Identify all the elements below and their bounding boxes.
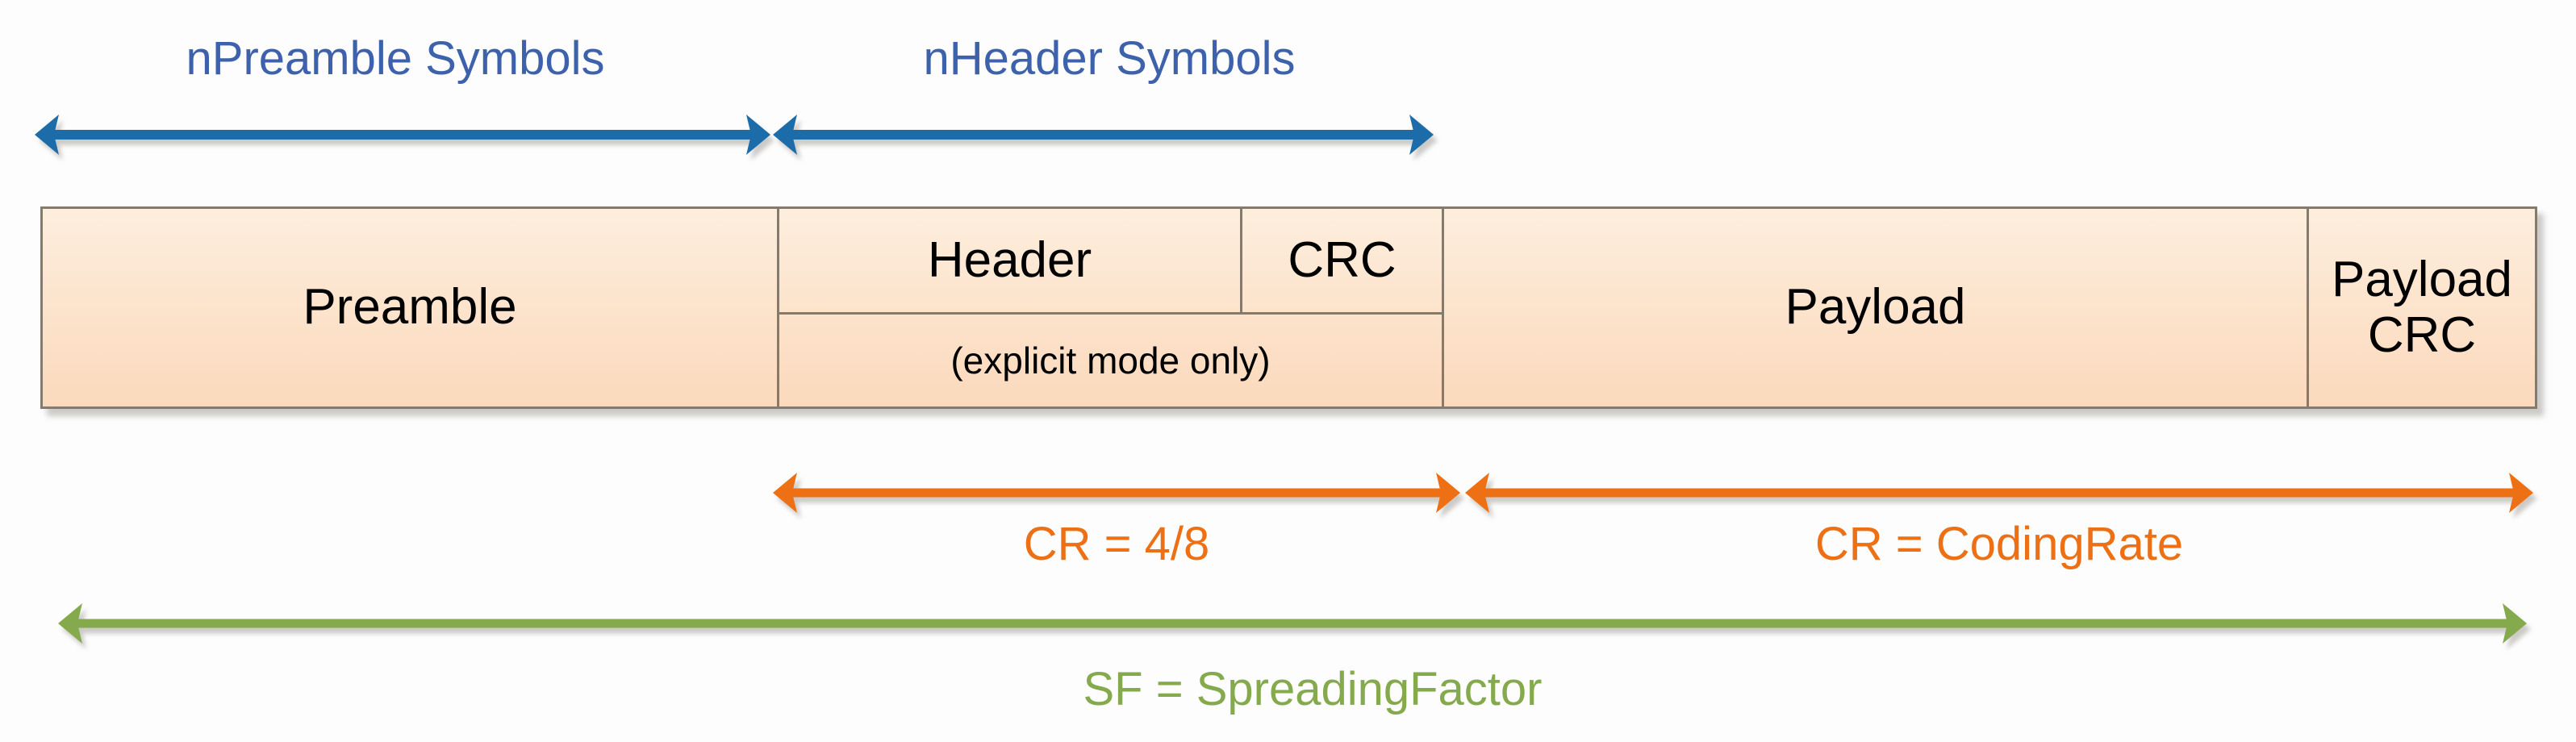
- header-crc-divider: [1240, 209, 1242, 315]
- payload-crc-line2: CRC: [2367, 306, 2477, 363]
- header-payload-divider: [1442, 209, 1444, 406]
- cr-header-label: CR = 4/8: [1023, 518, 1210, 570]
- cr-payload-span-arrow: [1465, 473, 2533, 513]
- payload-crc-line1: Payload: [2331, 252, 2513, 308]
- header-crc-field: CRC: [1288, 231, 1397, 288]
- header-note-divider: [777, 312, 1444, 315]
- preamble-field: Preamble: [303, 279, 517, 336]
- payload-field: Payload: [1785, 279, 1966, 336]
- explicit-mode-note: (explicit mode only): [950, 339, 1271, 381]
- preamble-header-divider: [777, 209, 779, 406]
- npreamble-symbols-label: nPreamble Symbols: [186, 32, 605, 85]
- sf-span-arrow: [58, 603, 2527, 644]
- nheader-span-arrow: [773, 115, 1434, 155]
- payload-crc-divider: [2307, 209, 2309, 406]
- nheader-symbols-label: nHeader Symbols: [923, 32, 1296, 85]
- cr-header-span-arrow: [773, 473, 1460, 513]
- header-field: Header: [927, 231, 1092, 288]
- sf-label: SF = SpreadingFactor: [1083, 663, 1543, 715]
- npreamble-span-arrow: [35, 115, 770, 155]
- cr-payload-label: CR = CodingRate: [1814, 518, 2184, 570]
- payload-crc-field: Payload CRC: [2309, 209, 2535, 406]
- packet-row: Preamble Header CRC (explicit mode only)…: [40, 206, 2537, 409]
